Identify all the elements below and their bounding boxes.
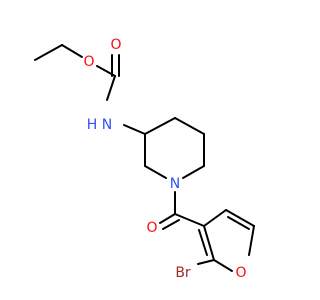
bond-ring-c6-n (182, 165, 205, 179)
bond-amide-c-o-double-2 (162, 219, 180, 230)
bond-ring-c4-c5 (174, 117, 205, 135)
atom-n-ring: N (170, 176, 180, 192)
chemical-structure-diagram: O O H N N O Br O (34, 37, 255, 281)
bond-furan-o-c2 (213, 259, 233, 272)
atom-o-carbamate-carbonyl: O (110, 37, 121, 53)
bond-furan-c4-c5-b (227, 216, 250, 230)
bond-ring-n-c2 (144, 165, 167, 179)
bond-furan-c5-o (248, 225, 255, 256)
bond-nh-c3 (123, 124, 146, 135)
bond-ch3-ch2 (34, 44, 63, 61)
atom-n-amine: N (102, 117, 112, 133)
atom-o-furan: O (235, 265, 246, 281)
bond-c2-br (197, 259, 215, 265)
bond-amide-c-furan (174, 213, 205, 227)
bond-c-nh (106, 75, 116, 101)
bond-furan-c4-c5-a (225, 209, 255, 227)
bond-furan-c2-c3-b (198, 229, 208, 256)
bond-furan-c2-c3-a (203, 225, 215, 261)
atom-o-ether: O (83, 54, 94, 70)
bond-amide-c-o-double-1 (159, 213, 176, 224)
bond-furan-c3-c4 (203, 209, 227, 227)
bond-ch2-o (61, 44, 83, 58)
atom-o-amide-carbonyl: O (146, 220, 157, 236)
bond-ring-c3-c4 (144, 117, 176, 135)
atom-br: Br (175, 265, 191, 281)
atom-h-amine: H (87, 117, 98, 133)
